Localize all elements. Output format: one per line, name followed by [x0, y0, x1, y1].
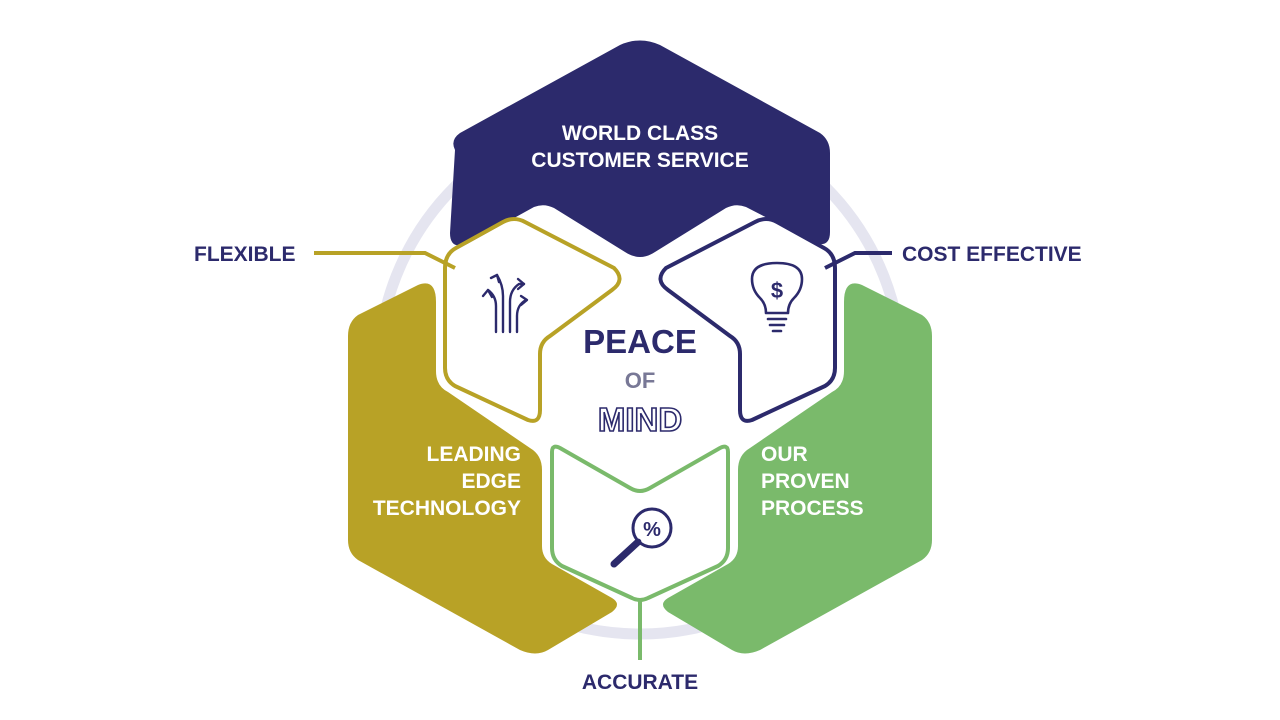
right-segment-title-line1: OUR — [761, 443, 808, 466]
left-segment-title-line3: TECHNOLOGY — [373, 497, 521, 520]
accurate-label: ACCURATE — [582, 671, 698, 694]
right-segment-title-line3: PROCESS — [761, 497, 864, 520]
flexible-callout-line — [314, 251, 456, 270]
center-mind-text: MIND — [598, 401, 682, 438]
top-segment-title-line2: CUSTOMER SERVICE — [531, 149, 748, 172]
top-segment-title-line1: WORLD CLASS — [562, 122, 718, 145]
center-peace-text: PEACE — [583, 323, 697, 360]
segment-leading-edge-technology — [348, 283, 617, 654]
left-segment-title-line2: EDGE — [461, 470, 521, 493]
segment-world-class-customer-service — [450, 40, 830, 257]
cost-effective-label: COST EFFECTIVE — [902, 243, 1082, 266]
dollar-glyph: $ — [771, 278, 783, 303]
cost-effective-cell-outline — [658, 217, 837, 423]
right-segment-title-line2: PROVEN — [761, 470, 850, 493]
flexible-cell-outline — [443, 217, 622, 423]
cost-effective-callout-line — [824, 251, 892, 270]
magnifier-percent-icon: % — [610, 507, 673, 568]
percent-glyph: % — [643, 519, 661, 541]
accurate-cell-outline — [550, 444, 730, 602]
center-of-text: OF — [625, 368, 656, 393]
segment-our-proven-process — [663, 283, 932, 654]
left-segment-title-line1: LEADING — [427, 443, 522, 466]
flexible-label: FLEXIBLE — [194, 243, 296, 266]
branching-arrows-icon — [481, 273, 529, 334]
lightbulb-dollar-icon: $ — [750, 261, 804, 333]
